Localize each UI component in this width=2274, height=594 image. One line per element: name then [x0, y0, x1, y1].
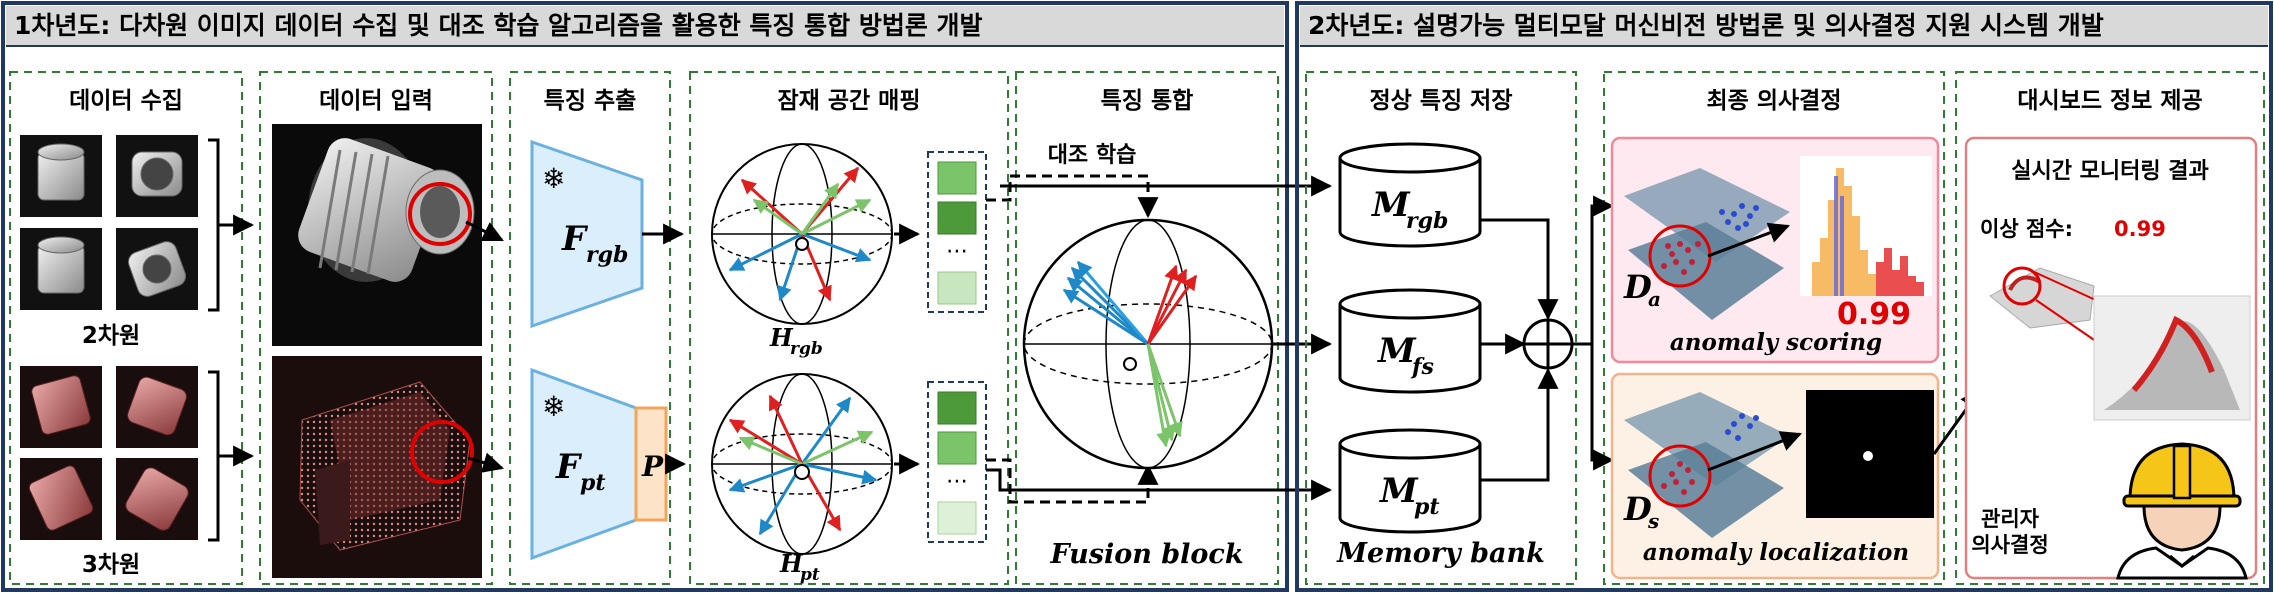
pointcloud-latent-sphere: H pt [711, 373, 893, 585]
rgb-thumbnails [20, 135, 198, 310]
pointcloud-input-image [272, 356, 482, 578]
manager-label-line1: 관리자 [1981, 507, 2040, 531]
column-input [259, 71, 493, 585]
ellipsis-icon: ⋯ [946, 469, 968, 494]
year2-section: 2차년도: 설명가능 멀티모달 머신비전 방법론 및 의사결정 지원 시스템 개… [1295, 1, 2273, 592]
year1-header-bar [6, 6, 1284, 46]
anomaly-score-label: 이상 점수: [1980, 217, 2073, 241]
dashboard-pointcloud-thumb [1989, 266, 2251, 421]
year1-title: 1차년도: 다차원 이미지 데이터 수집 및 대조 학습 알고리즘을 활용한 특… [14, 11, 983, 40]
snowflake-icon: ❄ [542, 390, 565, 423]
column-dashboard [1955, 71, 2265, 585]
year2-header-bar [1300, 6, 2268, 46]
col-latent-title: 잠재 공간 매핑 [778, 88, 921, 114]
year2-title: 2차년도: 설명가능 멀티모달 머신비전 방법론 및 의사결정 지원 시스템 개… [1308, 11, 2104, 40]
rgb-latent-sphere: H rgb [711, 143, 893, 359]
anomaly-scoring-label: anomaly scoring [1670, 329, 1882, 356]
column-collect [9, 71, 243, 585]
anomaly-score-value: 0.99 [2114, 217, 2166, 241]
col-fusion-title: 특징 통합 [1101, 88, 1194, 114]
col-store-title: 정상 특징 저장 [1370, 88, 1513, 114]
m-fs-symbol: M [1377, 331, 1417, 371]
column-latent [689, 71, 1009, 585]
contrast-learning-label: 대조 학습 [1048, 143, 1137, 168]
col-dashboard-title: 대시보드 정보 제공 [2017, 88, 2202, 114]
anomaly-scoring-panel: D a 0.99 a [1610, 136, 1940, 364]
label-2d: 2차원 [82, 323, 140, 349]
anomaly-localization-panel: D s anomaly localization [1610, 372, 1940, 580]
m-fs-subscript: fs [1410, 354, 1434, 380]
snowflake-icon: ❄ [542, 162, 565, 195]
h-rgb-symbol: H [769, 323, 794, 352]
pointcloud-anomaly-circle [410, 420, 474, 484]
rgb-anomaly-circle [408, 182, 472, 246]
m-rgb-subscript: rgb [1406, 208, 1448, 234]
da-symbol: D [1623, 268, 1652, 306]
m-rgb-symbol: M [1371, 185, 1411, 225]
column-store [1305, 71, 1577, 585]
da-subscript: a [1648, 287, 1661, 311]
f-rgb-subscript: rgb [586, 242, 628, 268]
pointcloud-thumbnails [20, 366, 198, 540]
pointcloud-feature-vector: ⋯ [927, 381, 987, 543]
ds-subscript: s [1647, 509, 1659, 533]
memory-rgb-cylinder: M rgb [1338, 142, 1482, 248]
memory-fs-cylinder: M fs [1338, 288, 1482, 394]
rgb-feature-vector: ⋯ [927, 151, 987, 313]
manager-worker-icon [2116, 442, 2248, 580]
fusion-block-label: Fusion block [1049, 539, 1243, 570]
col-input-title: 데이터 입력 [319, 88, 433, 114]
ellipsis-icon: ⋯ [946, 239, 968, 264]
fusion-sphere [1022, 218, 1274, 470]
monitor-title: 실시간 모니터링 결과 [2011, 159, 2208, 184]
memory-bank-label: Memory bank [1336, 538, 1545, 569]
dashboard-panel: 실시간 모니터링 결과 이상 점수: 0.99 관리자 의사결정 [1964, 136, 2258, 580]
ds-symbol: D [1623, 490, 1652, 528]
column-decision [1603, 71, 1945, 585]
aggregation-oplus-icon [1522, 318, 1574, 370]
col-extract-title: 특징 추출 [544, 88, 637, 114]
f-pt-subscript: pt [580, 470, 606, 496]
m-pt-symbol: M [1379, 471, 1419, 511]
rgb-input-image [272, 124, 482, 346]
manager-label-line2: 의사결정 [1971, 533, 2048, 557]
pointcloud-feature-extractor: ❄ F pt P [530, 367, 668, 561]
col-collect-title: 데이터 수집 [69, 88, 183, 114]
f-pt-symbol: F [555, 447, 583, 487]
year1-section: 1차년도: 다차원 이미지 데이터 수집 및 대조 학습 알고리즘을 활용한 특… [1, 1, 1333, 592]
h-pt-subscript: pt [800, 565, 820, 585]
score-value: 0.99 [1837, 297, 1911, 332]
column-fusion [1015, 71, 1279, 585]
h-pt-symbol: H [779, 549, 804, 578]
rgb-feature-extractor: ❄ F rgb [530, 139, 644, 329]
f-rgb-symbol: F [561, 219, 589, 259]
h-rgb-subscript: rgb [790, 339, 823, 359]
anomaly-localization-label: anomaly localization [1643, 539, 1909, 566]
memory-pt-cylinder: M pt [1338, 428, 1482, 534]
p-symbol: P [641, 450, 664, 483]
label-3d: 3차원 [82, 552, 140, 578]
m-pt-subscript: pt [1414, 494, 1440, 520]
score-histogram [1800, 156, 1932, 296]
col-decision-title: 최종 의사결정 [1707, 88, 1842, 114]
